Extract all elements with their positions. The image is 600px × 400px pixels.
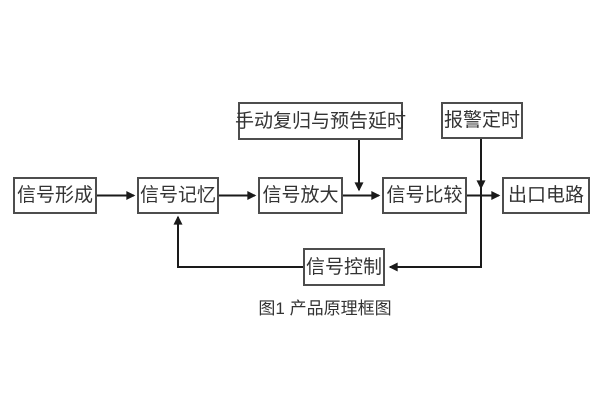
node-alarm-timing: 报警定时 — [441, 102, 523, 139]
node-signal-amplification-label: 信号放大 — [262, 185, 339, 206]
node-signal-amplification: 信号放大 — [258, 177, 343, 214]
node-signal-comparison: 信号比较 — [382, 177, 467, 214]
node-signal-control-label: 信号控制 — [305, 256, 382, 278]
node-output-circuit-label: 出口电路 — [507, 185, 584, 206]
node-alarm-timing-label: 报警定时 — [443, 110, 520, 131]
connector-signal-control-to-memory — [173, 215, 303, 268]
node-signal-formation-label: 信号形成 — [16, 185, 93, 206]
node-manual-reset-delay-label: 手动复归与预告延时 — [235, 110, 407, 132]
node-signal-control: 信号控制 — [303, 248, 385, 286]
node-signal-memory-label: 信号记忆 — [139, 185, 216, 206]
node-output-circuit: 出口电路 — [502, 177, 590, 214]
node-signal-comparison-label: 信号比较 — [386, 185, 463, 206]
connector-alarm-line-to-signal-control — [388, 188, 482, 272]
figure-caption: 图1 产品原理框图 — [258, 299, 392, 318]
node-signal-memory: 信号记忆 — [137, 177, 219, 214]
node-signal-formation: 信号形成 — [13, 177, 97, 214]
node-manual-reset-delay: 手动复归与预告延时 — [235, 102, 407, 140]
